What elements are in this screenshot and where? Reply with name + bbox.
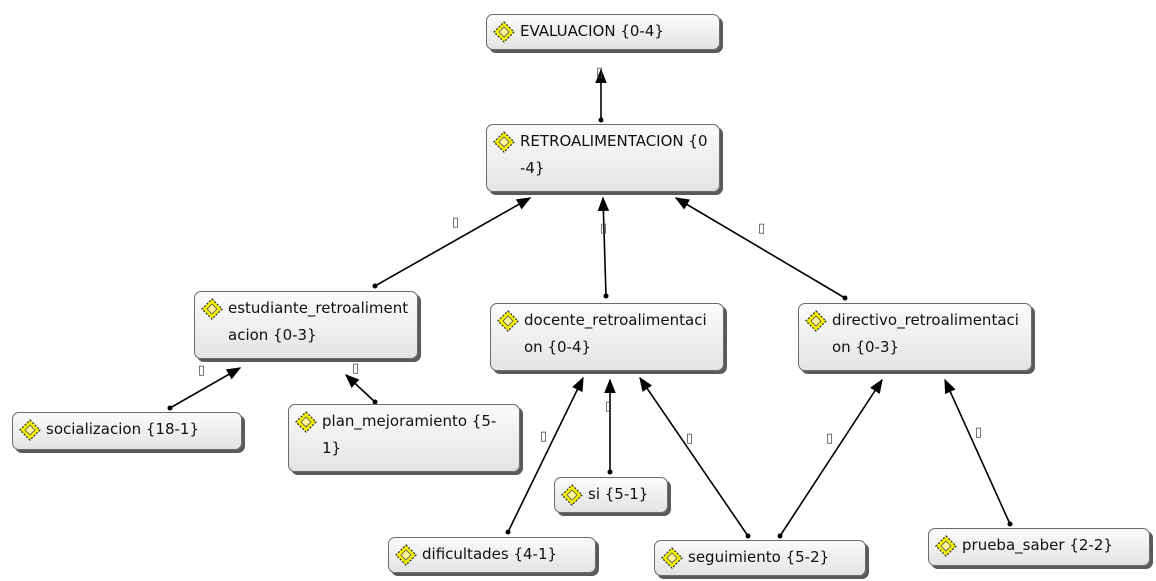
node-label: prueba_saber {2-2} [962,536,1113,554]
link-plan-estudiante[interactable] [344,374,376,403]
link-dificultades-docente[interactable] [507,376,584,533]
node-label: directivo_retroalimentacion {0-3} [832,311,1019,356]
link-directivo-retro[interactable] [674,197,846,299]
code-node-icon [201,298,223,320]
relation-label: ▯ [686,431,694,446]
node-dificultades[interactable]: dificultades {4-1} [388,537,596,573]
node-estudiante-retroalimentacion[interactable]: estudiante_retroalimentacion {0-3} [194,291,418,359]
node-label: seguimiento {5-2} [688,548,830,566]
relation-label: ▯ [975,425,983,440]
code-node-icon [295,411,317,433]
link-docente-retro[interactable] [597,196,610,297]
code-node-icon [493,21,515,43]
code-node-icon [561,484,583,506]
node-label: EVALUACION {0-4} [520,22,664,40]
code-node-icon [493,131,515,153]
node-socializacion[interactable]: socializacion {18-1} [12,412,242,450]
link-socializacion-estudiante[interactable] [169,367,242,409]
node-seguimiento[interactable]: seguimiento {5-2} [654,540,866,576]
node-label: estudiante_retroalimentacion {0-3} [228,299,409,344]
code-node-icon [805,310,827,332]
code-node-icon [497,310,519,332]
link-seguimiento-docente[interactable] [639,376,749,537]
relation-label: ▯ [758,221,766,236]
node-label: socializacion {18-1} [46,420,199,438]
relation-label: ▯ [596,65,604,80]
node-prueba-saber[interactable]: prueba_saber {2-2} [928,528,1150,566]
relation-label: ▯ [452,215,460,230]
code-node-icon [395,544,417,566]
relation-label: ▯ [600,221,608,236]
relation-label: ▯ [605,399,613,414]
relation-label: ▯ [198,363,206,378]
node-label: plan_mejoramiento {5-1} [322,412,497,457]
node-directivo-retroalimentacion[interactable]: directivo_retroalimentacion {0-3} [798,303,1032,371]
node-label: si {5-1} [588,485,649,503]
node-evaluacion[interactable]: EVALUACION {0-4} [486,14,720,50]
node-label: dificultades {4-1} [422,545,558,563]
link-seguimiento-directivo[interactable] [779,378,883,537]
node-label: RETROALIMENTACION {0-4} [520,132,708,177]
relation-label: ▯ [826,431,834,446]
node-plan-mejoramiento[interactable]: plan_mejoramiento {5-1} [288,404,520,472]
relation-label: ▯ [352,361,360,376]
link-estudiante-retro[interactable] [374,197,532,287]
node-retroalimentacion[interactable]: RETROALIMENTACION {0-4} [486,124,720,192]
code-node-icon [19,419,41,441]
node-docente-retroalimentacion[interactable]: docente_retroalimentacion {0-4} [490,303,724,371]
node-si[interactable]: si {5-1} [554,477,668,513]
node-label: docente_retroalimentacion {0-4} [524,311,707,356]
relation-label: ▯ [540,429,548,444]
code-node-icon [935,535,957,557]
code-node-icon [661,547,683,569]
link-prueba-directivo[interactable] [944,378,1011,525]
